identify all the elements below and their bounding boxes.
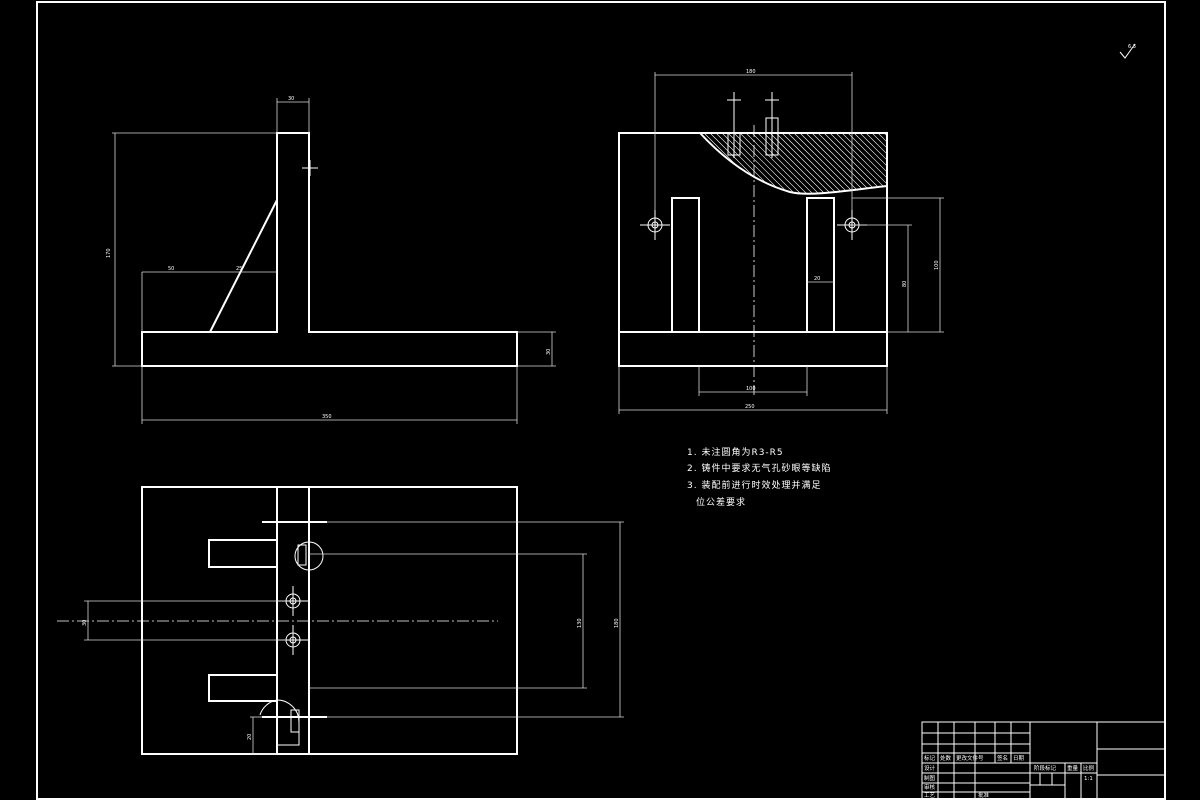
roughness-value: 6.3	[1128, 44, 1136, 50]
front-rib-offset-dim: 25	[236, 266, 242, 272]
side-height-inner-dim: 80	[902, 281, 908, 287]
side-width-dim: 250	[745, 404, 755, 410]
front-view: 30 170 50 25 30 350	[106, 96, 556, 424]
technical-notes: 1. 未注圆角为R3-R5 2. 铸件中要求无气孔砂眼等缺陷 3. 装配前进行时…	[687, 446, 831, 508]
hatch-line	[739, 133, 811, 194]
hatch-line	[700, 133, 727, 194]
tb-header-mark: 标记	[924, 754, 936, 762]
tb-header-change: 更改文件号	[956, 754, 984, 762]
hatch-line	[829, 133, 887, 194]
tb-label-draw: 制图	[924, 774, 936, 782]
tb-scale-value: 1:1	[1084, 776, 1093, 782]
front-base-thickness-dim: 30	[546, 349, 552, 355]
hatch-line	[853, 133, 887, 194]
tb-header-count: 处数	[940, 754, 952, 762]
hatch-line	[908, 133, 978, 203]
hatch-line	[733, 133, 805, 194]
hatch-line	[700, 133, 769, 194]
tb-scale-label: 比例	[1083, 764, 1095, 772]
hatch-line	[865, 133, 887, 194]
hatch-line	[835, 133, 887, 194]
front-rib-width-dim: 50	[168, 266, 174, 272]
top-left-offset-dim: 30	[82, 620, 88, 626]
note-line-4: 位公差要求	[696, 496, 746, 508]
front-top-width-dim: 30	[288, 96, 294, 102]
tb-header-date: 日期	[1013, 755, 1025, 762]
note-line-2: 2. 铸件中要求无气孔砂眼等缺陷	[687, 462, 831, 474]
front-height-dim: 170	[106, 248, 112, 258]
hatch-line	[781, 133, 853, 194]
tb-label-design: 设计	[924, 764, 936, 772]
side-view: 180 100 80 20 100 250	[618, 69, 984, 414]
side-hole-spacing-dim: 180	[746, 69, 756, 75]
hatch-line	[871, 133, 887, 194]
tb-header-sign: 签名	[997, 754, 1008, 762]
hatch-line	[769, 133, 841, 194]
side-height-right-dim: 100	[934, 260, 940, 270]
top-outer-spacing-dim: 180	[614, 618, 620, 628]
drawing-frame	[36, 1, 1166, 800]
hatch-line	[700, 133, 763, 194]
top-hole-spacing-dim: 130	[577, 618, 583, 628]
roughness-symbol: 6.3	[1119, 43, 1136, 59]
hatch-line	[757, 133, 829, 194]
hatch-line	[715, 133, 787, 194]
top-view: 30 130 180 20	[57, 486, 624, 755]
hatch-line	[709, 133, 781, 194]
hatch-line	[914, 133, 984, 203]
note-line-3: 3. 装配前进行时效处理并满足	[687, 479, 821, 491]
tb-label-process: 工艺	[924, 792, 936, 799]
side-slot-width-dim: 20	[814, 276, 820, 282]
hatch-line	[859, 133, 887, 194]
tb-approve-label: 批准	[978, 791, 990, 799]
hatch-line	[751, 133, 823, 194]
hatch-line	[877, 133, 887, 194]
hatch-line	[890, 133, 960, 203]
hatch-line	[745, 133, 817, 194]
hatch-line	[902, 133, 972, 203]
tb-weight-label: 重量	[1067, 764, 1079, 772]
hatch-line	[700, 133, 757, 194]
hatch-line	[805, 133, 877, 194]
hatch-line	[883, 133, 887, 194]
hatch-line	[896, 133, 966, 203]
hatch-line	[721, 133, 793, 194]
tb-stage-label: 阶段标记	[1034, 764, 1057, 772]
hatch-line	[763, 133, 835, 194]
top-bottom-offset-dim: 20	[247, 734, 253, 740]
note-line-1: 1. 未注圆角为R3-R5	[687, 446, 784, 458]
hatch-line	[775, 133, 847, 194]
title-block: 标记 处数 更改文件号 签名 日期 设计 制图 审核 工艺 阶段标记 重量 比例…	[921, 721, 1166, 800]
tb-label-review: 审核	[924, 783, 936, 791]
side-slot-spacing-dim: 100	[746, 386, 756, 392]
front-length-dim: 350	[322, 414, 332, 420]
hatch-line	[700, 133, 733, 194]
hatch-line	[847, 133, 887, 194]
hatch-line	[841, 133, 887, 194]
